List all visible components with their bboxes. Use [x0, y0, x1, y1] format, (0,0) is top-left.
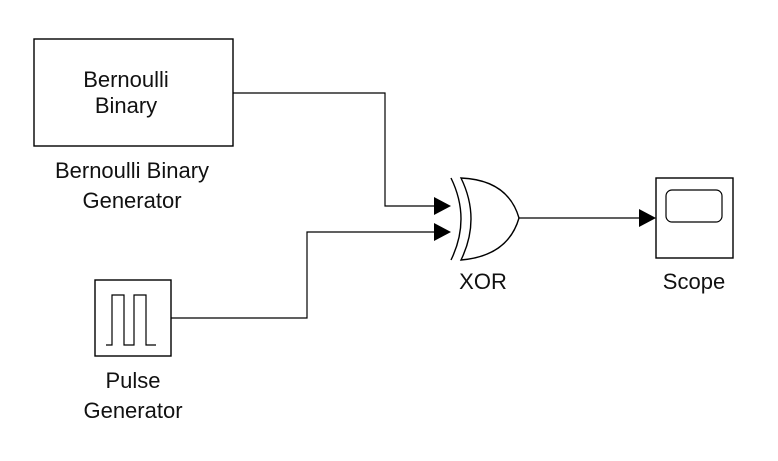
bernoulli-block-caption-line-1: Bernoulli Binary	[55, 158, 209, 183]
arrowhead-xor-input-2	[434, 223, 451, 241]
xor-gate-extra-curve	[450, 177, 462, 261]
pulse-wave-icon	[106, 294, 156, 346]
signal-lines	[171, 92, 641, 319]
pulse-generator-block[interactable]: Pulse Generator	[83, 279, 183, 423]
signal-line-pulse-to-xor[interactable]	[171, 231, 436, 319]
pulse-block-caption-line-1: Pulse	[105, 368, 160, 393]
bernoulli-binary-generator-block[interactable]: Bernoulli Binary Bernoulli Binary Genera…	[33, 38, 234, 213]
signal-arrowheads	[434, 197, 656, 241]
bernoulli-block-face-line-1: Bernoulli	[83, 67, 169, 92]
bernoulli-block-caption-line-2: Generator	[82, 188, 181, 213]
pulse-block-caption-line-2: Generator	[83, 398, 182, 423]
bernoulli-block-face-line-2: Binary	[95, 93, 157, 118]
bernoulli-block-frame[interactable]	[33, 38, 234, 147]
pulse-block-frame[interactable]	[94, 279, 172, 357]
arrowhead-xor-input-1	[434, 197, 451, 215]
arrowhead-scope-input	[639, 209, 656, 227]
scope-block-caption: Scope	[663, 269, 725, 294]
scope-block[interactable]: Scope	[655, 177, 734, 294]
xor-gate-block[interactable]: XOR	[450, 177, 520, 294]
signal-line-bernoulli-to-xor[interactable]	[233, 92, 436, 207]
xor-gate-body[interactable]	[459, 177, 520, 261]
scope-screen-icon	[665, 189, 723, 223]
xor-block-caption: XOR	[459, 269, 507, 294]
